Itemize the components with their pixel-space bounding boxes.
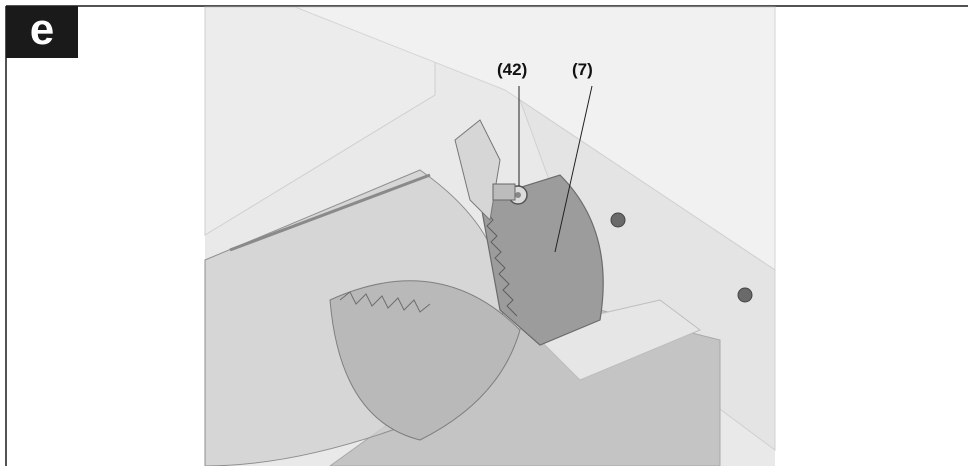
guard-rail xyxy=(229,173,431,252)
bolt-shaft xyxy=(492,183,516,201)
callout-7-label: (7) xyxy=(572,60,593,79)
table-screw-1 xyxy=(610,212,626,228)
table-screw-2 xyxy=(737,287,753,303)
callout-42-label: (42) xyxy=(497,60,528,79)
leader-line-7 xyxy=(554,85,593,253)
figure-letter-badge: e xyxy=(6,6,78,58)
lock-nut-center xyxy=(515,192,521,198)
blade-teeth xyxy=(339,291,431,313)
insert-front-lip xyxy=(529,299,701,381)
saw-blade xyxy=(329,280,521,441)
riving-knife-teeth xyxy=(484,209,518,317)
